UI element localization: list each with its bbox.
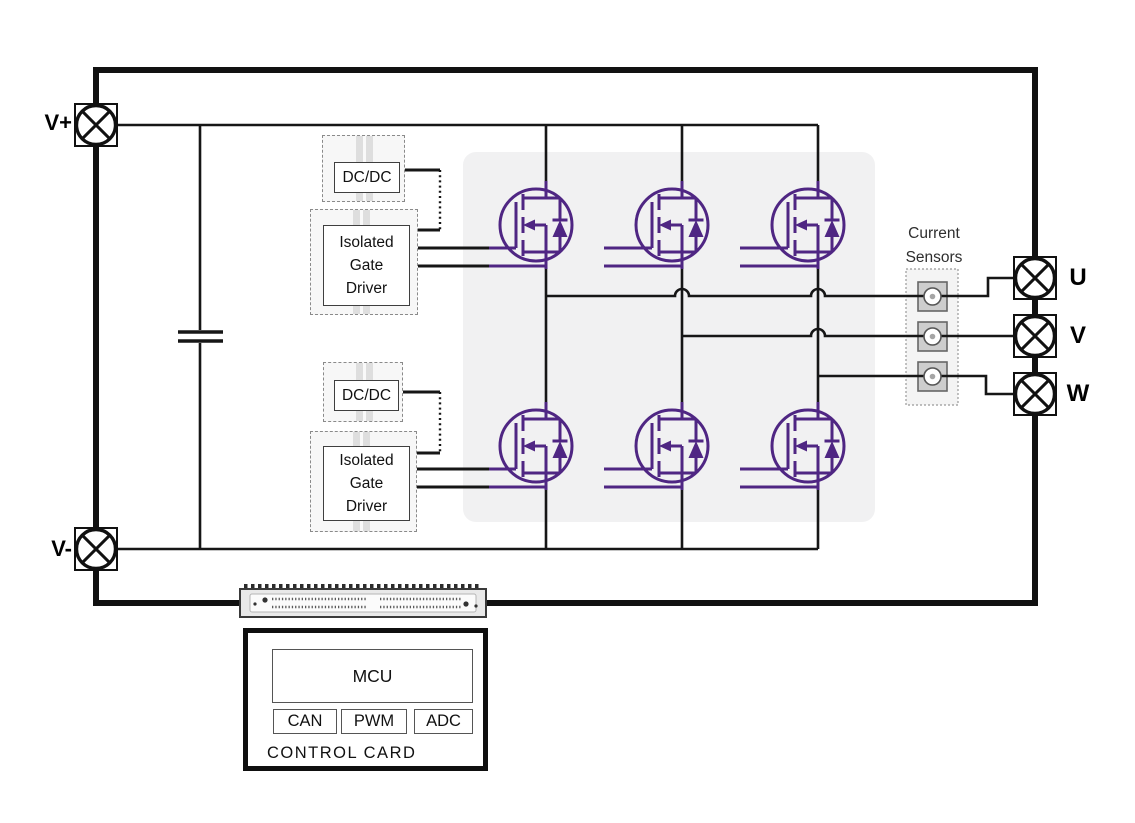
isolated-gate-driver-bottom: Isolated Gate Driver (323, 446, 410, 521)
dc-plus-label: V+ (44, 110, 72, 135)
can-block: CAN (273, 709, 337, 734)
dc-minus-terminal-icon (73, 526, 119, 572)
dcdc-converter-top: DC/DC (334, 162, 400, 193)
gate-drive-wiring (403, 168, 491, 489)
dc-plus-terminal-icon (73, 102, 119, 148)
current-sensor-apertures (923, 287, 942, 386)
dcdc-isolation-box-top: DC/DC (322, 135, 405, 202)
phase-v-label: V (1069, 322, 1086, 349)
power-wiring (117, 123, 1014, 551)
gate-driver-isolation-box-top: Isolated Gate Driver (310, 209, 418, 315)
phase-u-terminal-icon (1012, 255, 1058, 301)
board-connector-icon (239, 584, 487, 618)
phase-v-terminal-icon (1012, 313, 1058, 359)
pwm-block: PWM (341, 709, 407, 734)
power-module-background (463, 152, 875, 522)
isolated-gate-driver-top: Isolated Gate Driver (323, 225, 410, 306)
dcdc-isolation-box-bottom: DC/DC (323, 362, 403, 422)
dc-link-capacitor-icon (178, 330, 223, 343)
gate-driver-label: Isolated Gate Driver (339, 233, 394, 298)
gate-driver-label: Isolated Gate Driver (339, 451, 394, 516)
mcu-block: MCU (272, 649, 473, 703)
phase-w-label: W (1066, 380, 1090, 407)
adc-block: ADC (414, 709, 473, 734)
phase-u-label: U (1069, 264, 1087, 291)
gate-stub-wiring (489, 246, 819, 489)
dc-minus-label: V- (51, 536, 72, 561)
gate-driver-isolation-box-bottom: Isolated Gate Driver (310, 431, 417, 532)
control-card: MCU CAN PWM ADC CONTROL CARD (243, 628, 488, 771)
phase-w-terminal-icon (1012, 371, 1058, 417)
dcdc-label: DC/DC (342, 168, 392, 186)
dcdc-converter-bottom: DC/DC (334, 380, 399, 411)
dcdc-label: DC/DC (341, 386, 392, 404)
control-card-title: CONTROL CARD (267, 744, 417, 762)
current-sensors-label: Current Sensors (905, 225, 963, 266)
